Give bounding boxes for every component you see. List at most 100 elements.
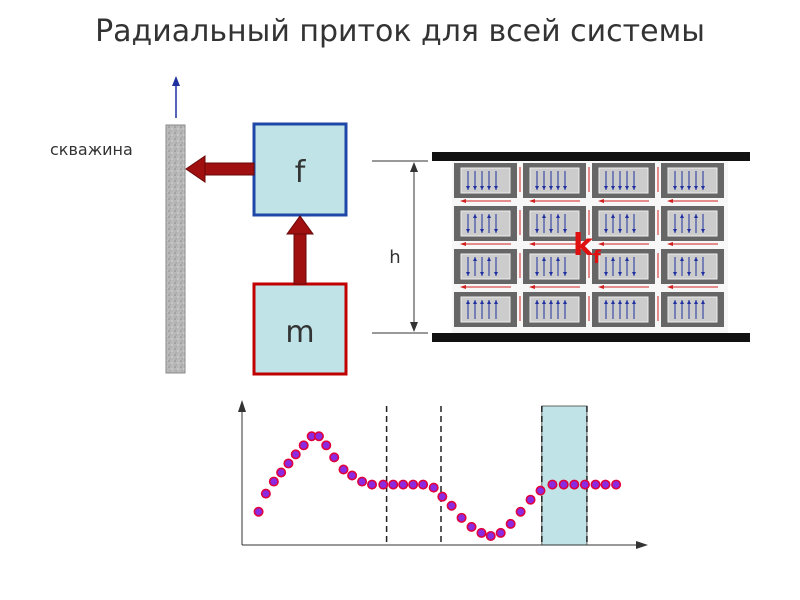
data-point: [313, 431, 324, 442]
matrix-block: [454, 206, 517, 241]
up-arrow-icon: [542, 214, 546, 218]
down-arrow-icon: [618, 272, 622, 276]
data-point: [515, 506, 526, 517]
data-point: [611, 479, 622, 490]
down-arrow-icon: [542, 186, 546, 190]
down-arrow-icon: [701, 272, 705, 276]
data-point: [558, 479, 569, 490]
down-arrow-icon: [549, 229, 553, 233]
down-arrow-icon: [480, 186, 484, 190]
data-point: [437, 491, 448, 502]
matrix-to-fracture-arrow: [286, 215, 314, 285]
down-arrow-icon: [625, 186, 629, 190]
reservoir-model: h kf: [372, 152, 750, 342]
up-arrow-icon: [625, 214, 629, 218]
down-arrow-icon: [604, 272, 608, 276]
data-point: [298, 440, 309, 451]
down-arrow-icon: [494, 186, 498, 190]
data-point: [357, 476, 368, 487]
up-arrow-icon: [556, 300, 560, 304]
down-arrow-icon: [466, 272, 470, 276]
data-point: [378, 479, 389, 490]
fracture-flow-arrows: [460, 167, 718, 321]
data-point: [476, 527, 487, 538]
matrix-block: [454, 163, 517, 198]
data-point: [367, 479, 378, 490]
down-arrow-icon: [549, 272, 553, 276]
down-arrow-icon: [632, 229, 636, 233]
data-point: [466, 521, 477, 532]
data-point: [485, 530, 496, 541]
down-arrow-icon: [563, 272, 567, 276]
down-arrow-icon: [687, 272, 691, 276]
down-arrow-icon: [563, 229, 567, 233]
up-arrow-icon: [625, 300, 629, 304]
top-boundary: [432, 152, 750, 161]
down-arrow-icon: [535, 272, 539, 276]
down-arrow-icon: [694, 186, 698, 190]
up-arrow-icon: [556, 257, 560, 261]
data-point: [253, 506, 264, 517]
down-arrow-icon: [680, 186, 684, 190]
up-arrow-icon: [694, 214, 698, 218]
y-axis-arrow-icon: [238, 400, 246, 412]
permeability-label: kf: [573, 228, 601, 268]
up-arrow-icon: [680, 214, 684, 218]
data-point: [569, 479, 580, 490]
data-point: [525, 494, 536, 505]
data-point: [329, 452, 340, 463]
data-point: [388, 479, 399, 490]
up-arrow-icon: [611, 257, 615, 261]
up-arrow-icon: [618, 300, 622, 304]
data-point: [590, 479, 601, 490]
up-arrow-icon: [611, 214, 615, 218]
data-point: [600, 479, 611, 490]
down-arrow-icon: [632, 272, 636, 276]
down-arrow-icon: [673, 229, 677, 233]
matrix-block: [523, 292, 586, 327]
left-arrow-icon: [529, 285, 535, 289]
up-arrow-icon: [542, 300, 546, 304]
left-arrow-icon: [598, 285, 604, 289]
fracture-box: f: [252, 122, 348, 217]
up-arrow-icon: [487, 257, 491, 261]
perm-k: k: [573, 228, 594, 263]
down-arrow-icon: [480, 229, 484, 233]
up-arrow-icon: [694, 257, 698, 261]
well-label: скважина: [50, 140, 133, 159]
data-point: [260, 488, 271, 499]
matrix-block-grid: [454, 163, 724, 327]
up-arrow-icon: [611, 300, 615, 304]
highlight-band: [541, 405, 588, 546]
left-arrow-icon: [460, 199, 466, 203]
down-arrow-icon: [673, 272, 677, 276]
up-arrow-icon: [473, 257, 477, 261]
data-point: [446, 500, 457, 511]
matrix-block: [661, 163, 724, 198]
down-arrow-icon: [466, 229, 470, 233]
up-arrow-icon: [473, 300, 477, 304]
data-point: [268, 476, 279, 487]
matrix-block: [592, 249, 655, 284]
left-arrow-icon: [529, 242, 535, 246]
data-points: [253, 431, 622, 541]
down-arrow-icon: [535, 186, 539, 190]
x-axis-arrow-icon: [636, 541, 648, 549]
up-arrow-icon: [535, 300, 539, 304]
data-point: [495, 527, 506, 538]
thickness-label: h: [389, 247, 400, 268]
matrix-block: [454, 292, 517, 327]
wellbore: [165, 124, 186, 374]
fracture-label: f: [295, 155, 307, 190]
dashed-lines: [385, 406, 588, 545]
down-arrow-icon: [701, 186, 705, 190]
up-arrow-icon: [680, 257, 684, 261]
data-point: [428, 482, 439, 493]
left-arrow-icon: [598, 242, 604, 246]
up-arrow-icon: [687, 300, 691, 304]
matrix-block: [592, 163, 655, 198]
up-arrow-icon: [632, 300, 636, 304]
data-point: [290, 449, 301, 460]
up-arrow-icon: [556, 214, 560, 218]
perm-sub: f: [593, 247, 601, 268]
